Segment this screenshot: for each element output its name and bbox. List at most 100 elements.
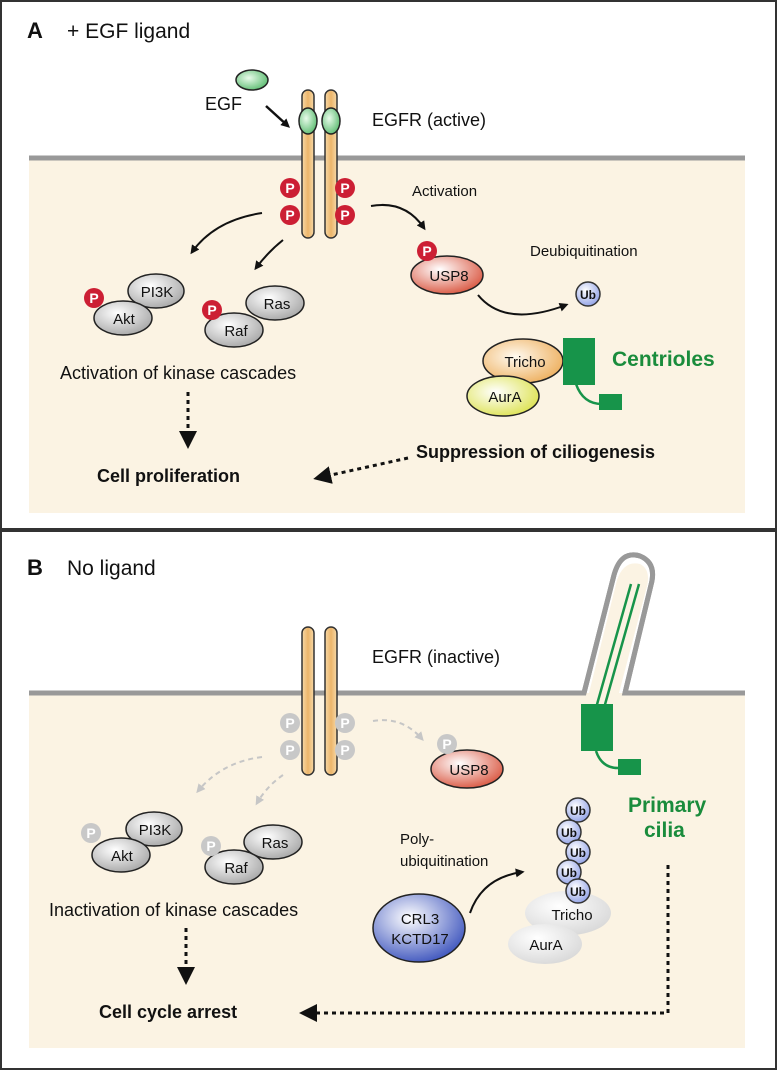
phospho-site: P bbox=[202, 300, 222, 320]
raf-protein bbox=[204, 312, 264, 348]
inactive-arrow-to-pi3k-akt bbox=[196, 756, 263, 794]
ubiquitin: Ub bbox=[575, 281, 601, 307]
phospho-site-inactive: P bbox=[81, 823, 101, 843]
egf-bound-left bbox=[298, 107, 318, 135]
svg-text:P: P bbox=[442, 736, 451, 752]
egf-binding-arrow bbox=[265, 105, 290, 128]
svg-text:P: P bbox=[285, 715, 294, 731]
svg-text:P: P bbox=[89, 290, 98, 306]
phospho-site-inactive: P bbox=[280, 740, 300, 760]
panel-a-title: + EGF ligand bbox=[67, 20, 190, 43]
cell-cycle-arrest-label: Cell cycle arrest bbox=[99, 1002, 237, 1022]
raf-label: Raf bbox=[224, 323, 248, 340]
phospho-site: P bbox=[280, 205, 300, 225]
arrow-cilia-to-arrest bbox=[299, 865, 670, 1022]
egfr-active-label: EGFR (active) bbox=[372, 110, 486, 130]
phospho-site-inactive: P bbox=[437, 734, 457, 754]
panel-b-letter: B bbox=[27, 555, 43, 580]
phospho-site-inactive: P bbox=[335, 740, 355, 760]
akt-protein bbox=[91, 837, 151, 873]
panel-b-cytoplasm bbox=[29, 693, 745, 1048]
activation-label: Activation bbox=[412, 183, 477, 200]
panel-a-cytoplasm bbox=[29, 158, 745, 513]
phospho-site-inactive: P bbox=[280, 713, 300, 733]
ras-protein bbox=[243, 824, 303, 860]
svg-text:P: P bbox=[285, 180, 294, 196]
axoneme-line bbox=[602, 583, 641, 709]
usp8-label: USP8 bbox=[429, 268, 468, 285]
crl3-label: CRL3 bbox=[401, 911, 439, 928]
polyub-label-line1: Poly- bbox=[400, 831, 434, 848]
egf-ligand bbox=[235, 69, 269, 91]
egfr-inactive-label: EGFR (inactive) bbox=[372, 647, 500, 667]
cell-proliferation-label: Cell proliferation bbox=[97, 466, 240, 486]
usp8-protein bbox=[410, 255, 484, 295]
aura-label: AurA bbox=[488, 389, 521, 406]
pi3k-protein bbox=[125, 811, 183, 847]
arrow-to-usp8 bbox=[370, 204, 426, 231]
kinase-inactivation-label: Inactivation of kinase cascades bbox=[49, 900, 298, 920]
egfr-inactive bbox=[301, 626, 338, 776]
svg-text:P: P bbox=[285, 742, 294, 758]
ubiquitin: Ub bbox=[565, 878, 591, 904]
ras-label: Ras bbox=[264, 296, 291, 313]
egf-bound-right bbox=[321, 107, 341, 135]
svg-text:Ub: Ub bbox=[580, 288, 596, 302]
svg-text:P: P bbox=[285, 207, 294, 223]
svg-text:P: P bbox=[340, 180, 349, 196]
pi3k-label: PI3K bbox=[139, 822, 172, 839]
panel-b-title: No ligand bbox=[67, 557, 156, 580]
phospho-site: P bbox=[335, 205, 355, 225]
primary-cilia-label-line1: Primary bbox=[628, 794, 707, 817]
svg-text:P: P bbox=[207, 302, 216, 318]
svg-text:P: P bbox=[422, 243, 431, 259]
raf-protein bbox=[204, 849, 264, 885]
svg-text:Ub: Ub bbox=[561, 826, 577, 840]
egf-label: EGF bbox=[205, 94, 242, 114]
tricho-label: Tricho bbox=[504, 354, 545, 371]
raf-label: Raf bbox=[224, 860, 248, 877]
arrow-to-pi3k-akt bbox=[190, 212, 263, 255]
svg-text:P: P bbox=[340, 207, 349, 223]
ubiquitin: Ub bbox=[565, 839, 591, 865]
svg-text:P: P bbox=[206, 838, 215, 854]
primary-cilium-outline bbox=[581, 552, 656, 694]
phospho-site: P bbox=[335, 178, 355, 198]
tricho-protein bbox=[525, 891, 611, 935]
pi3k-label: PI3K bbox=[141, 284, 174, 301]
svg-text:P: P bbox=[340, 742, 349, 758]
inactive-arrow-to-usp8 bbox=[372, 719, 424, 742]
usp8-protein bbox=[430, 749, 504, 789]
deubiquitination-arrow bbox=[477, 294, 569, 316]
svg-text:Ub: Ub bbox=[561, 866, 577, 880]
aura-protein bbox=[508, 924, 582, 964]
svg-text:Ub: Ub bbox=[570, 885, 586, 899]
kctd17-label: KCTD17 bbox=[391, 931, 449, 948]
crl3-kctd17-complex bbox=[372, 893, 466, 963]
suppression-label: Suppression of ciliogenesis bbox=[416, 442, 655, 462]
phospho-site-inactive: P bbox=[335, 713, 355, 733]
svg-text:Ub: Ub bbox=[570, 804, 586, 818]
aura-label: AurA bbox=[529, 937, 562, 954]
aura-protein bbox=[466, 375, 540, 417]
inactive-arrow-to-ras-raf bbox=[255, 774, 284, 806]
usp8-label: USP8 bbox=[449, 762, 488, 779]
phospho-site: P bbox=[280, 178, 300, 198]
primary-cilia-label-line2: cilia bbox=[644, 819, 685, 842]
phospho-site-inactive: P bbox=[201, 836, 221, 856]
arrow-to-proliferation-from-suppression bbox=[313, 456, 409, 484]
ras-protein bbox=[245, 285, 305, 321]
axoneme-line bbox=[594, 583, 633, 709]
arrow-to-ras-raf bbox=[254, 239, 284, 271]
akt-label: Akt bbox=[111, 848, 134, 865]
pi3k-protein bbox=[127, 273, 185, 309]
ubiquitin: Ub bbox=[565, 797, 591, 823]
egfr-inactive-chain-left bbox=[301, 626, 315, 776]
egfr-active bbox=[298, 89, 341, 239]
centriole-pair bbox=[563, 338, 622, 410]
akt-label: Akt bbox=[113, 311, 136, 328]
phospho-site: P bbox=[84, 288, 104, 308]
svg-text:Ub: Ub bbox=[570, 846, 586, 860]
svg-text:P: P bbox=[86, 825, 95, 841]
